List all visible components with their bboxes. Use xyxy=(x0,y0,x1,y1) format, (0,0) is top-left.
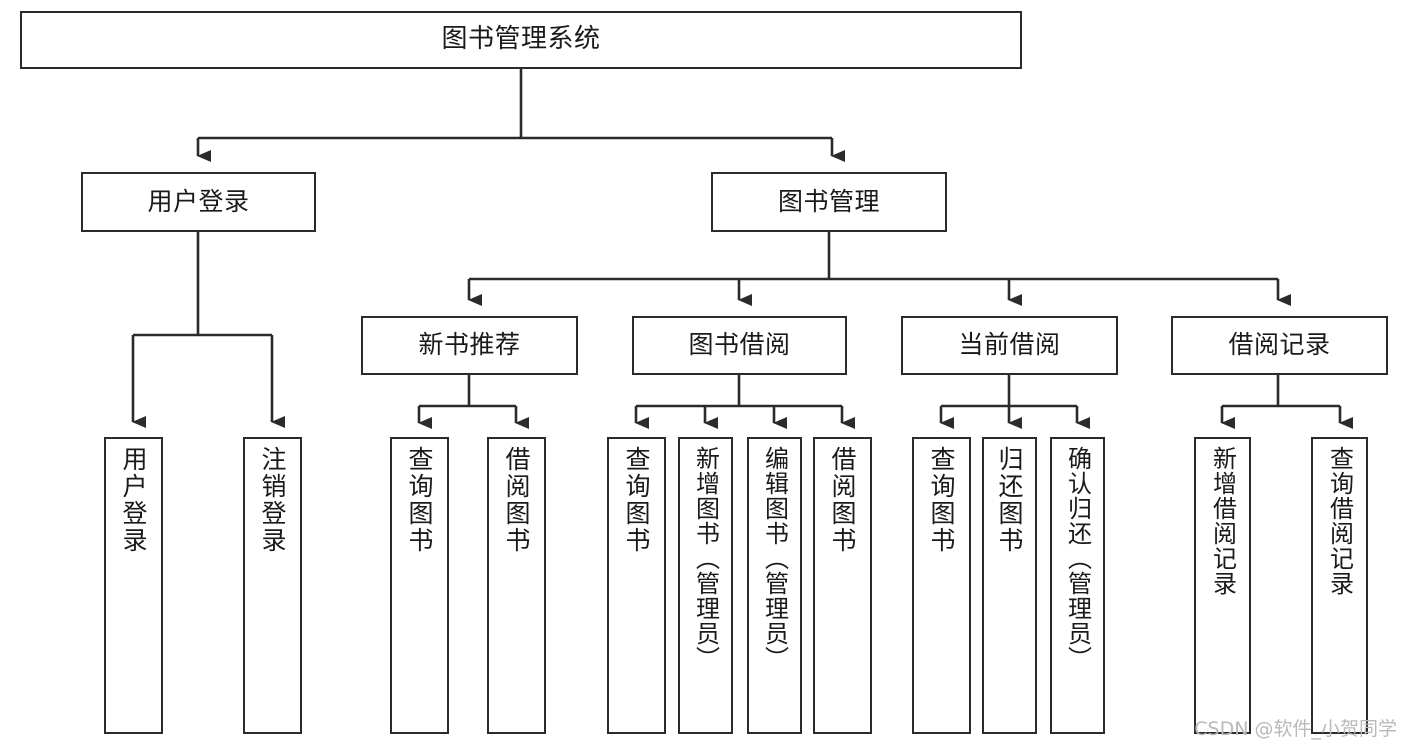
node-label: 新书推荐 xyxy=(418,330,521,360)
leaf-recommend-borrow-book[interactable]: 借阅图书 xyxy=(487,437,546,734)
node-book-management[interactable]: 图书管理 xyxy=(711,172,947,232)
leaf-borrow-edit-book-admin[interactable]: 编辑图书（管理员） xyxy=(747,437,802,734)
node-label: 查询图书 xyxy=(927,446,956,554)
node-label: 注销登录 xyxy=(258,446,287,554)
leaf-borrow-query-book[interactable]: 查询图书 xyxy=(607,437,666,734)
leaf-recommend-query-book[interactable]: 查询图书 xyxy=(390,437,449,734)
node-borrow-records[interactable]: 借阅记录 xyxy=(1171,316,1388,375)
node-label: 借阅图书 xyxy=(502,446,531,554)
leaf-current-return-book[interactable]: 归还图书 xyxy=(982,437,1037,734)
node-label: 用户登录 xyxy=(147,186,250,216)
node-label: 当前借阅 xyxy=(958,330,1061,360)
node-label: 图书借阅 xyxy=(688,330,791,360)
node-label: 查询借阅记录 xyxy=(1325,446,1354,596)
node-user-login[interactable]: 用户登录 xyxy=(81,172,316,232)
watermark-text: CSDN @软件_小贺同学 xyxy=(1194,718,1397,740)
leaf-current-confirm-return-admin[interactable]: 确认归还（管理员） xyxy=(1050,437,1105,734)
leaf-borrow-add-book-admin[interactable]: 新增图书（管理员） xyxy=(678,437,733,734)
leaf-user-login-logout[interactable]: 注销登录 xyxy=(243,437,302,734)
node-label: 图书管理 xyxy=(777,186,880,216)
node-label: 归还图书 xyxy=(995,446,1024,554)
node-label: 新增借阅记录 xyxy=(1208,446,1237,596)
node-label: 新增图书（管理员） xyxy=(691,446,720,671)
leaf-user-login-login[interactable]: 用户登录 xyxy=(104,437,163,734)
node-label: 确认归还（管理员） xyxy=(1063,446,1092,671)
node-label: 查询图书 xyxy=(405,446,434,554)
node-current-borrow[interactable]: 当前借阅 xyxy=(901,316,1118,375)
leaf-records-query-record[interactable]: 查询借阅记录 xyxy=(1311,437,1368,734)
node-label: 借阅记录 xyxy=(1228,330,1331,360)
node-label: 用户登录 xyxy=(119,446,148,554)
leaf-current-query-book[interactable]: 查询图书 xyxy=(912,437,971,734)
node-label: 借阅图书 xyxy=(828,446,857,554)
node-root-system[interactable]: 图书管理系统 xyxy=(20,11,1022,69)
node-label: 编辑图书（管理员） xyxy=(760,446,789,671)
node-label: 图书管理系统 xyxy=(441,24,601,55)
node-new-book-recommend[interactable]: 新书推荐 xyxy=(361,316,578,375)
node-book-borrow[interactable]: 图书借阅 xyxy=(632,316,847,375)
node-label: 查询图书 xyxy=(622,446,651,554)
leaf-records-add-record[interactable]: 新增借阅记录 xyxy=(1194,437,1251,734)
leaf-borrow-borrow-book[interactable]: 借阅图书 xyxy=(813,437,872,734)
